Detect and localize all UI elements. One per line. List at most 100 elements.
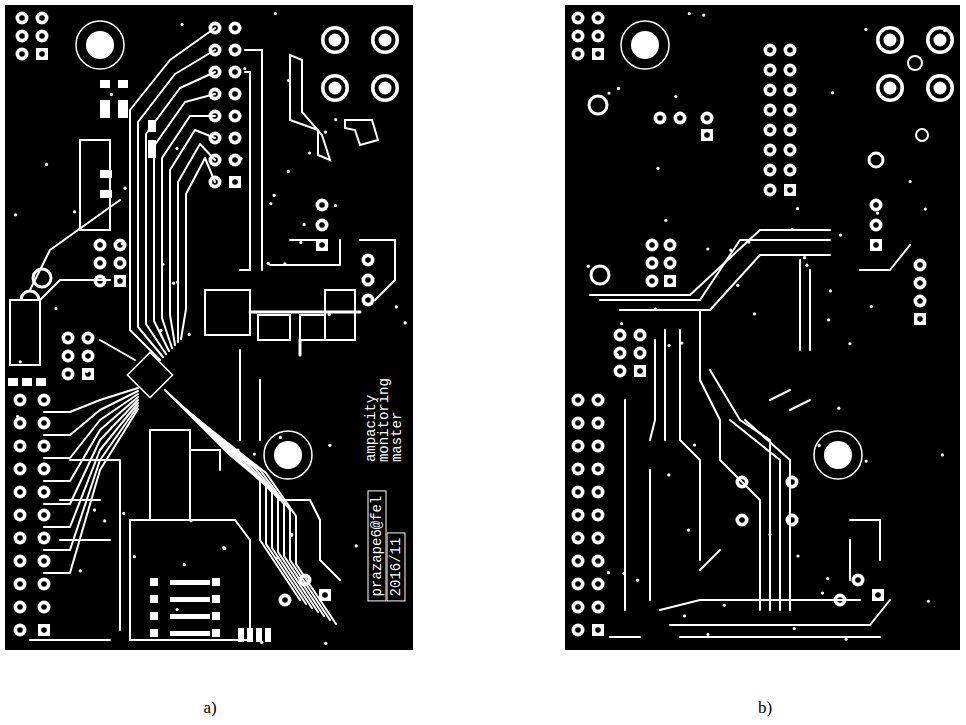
square-pad [701, 129, 713, 141]
via [183, 563, 186, 566]
via [188, 333, 191, 336]
copper-trace [180, 405, 330, 620]
via [86, 370, 89, 373]
power-pad-core [379, 34, 392, 47]
round-pad [572, 578, 585, 591]
via [290, 533, 293, 536]
copper-trace [600, 240, 830, 300]
copper-trace [680, 636, 880, 638]
via [299, 241, 302, 244]
copper-pour [80, 140, 110, 230]
via [706, 633, 709, 636]
via [308, 151, 311, 154]
drill-hole [41, 466, 47, 472]
power-pad-core [884, 34, 897, 47]
round-pad [786, 476, 799, 489]
via [837, 407, 840, 410]
drill-hole [575, 33, 581, 39]
round-pad [572, 601, 585, 614]
via [243, 67, 246, 70]
round-pad [229, 88, 242, 101]
round-pad [870, 219, 883, 232]
via [688, 12, 691, 15]
copper-trace [710, 370, 770, 610]
round-pad [316, 199, 329, 212]
drill-hole [17, 397, 23, 403]
via [617, 87, 620, 90]
via [803, 256, 806, 259]
copper-trace [299, 340, 302, 355]
drill-hole [41, 397, 47, 403]
via [203, 614, 206, 617]
via [180, 23, 183, 26]
power-pad-gap [930, 30, 951, 51]
drill-hole [704, 115, 710, 121]
via [683, 614, 686, 617]
smd-pad [8, 378, 18, 386]
round-pad [786, 514, 799, 527]
via [355, 544, 358, 547]
mounting-ring [264, 431, 312, 479]
round-pad [764, 84, 777, 97]
round-pad [914, 277, 927, 290]
drill-hole [41, 535, 47, 541]
drill-hole [704, 132, 710, 138]
round-pad [229, 66, 242, 79]
via [667, 344, 670, 347]
round-pad [634, 347, 647, 360]
drill-hole [595, 558, 601, 564]
via [723, 604, 726, 607]
via [324, 642, 327, 645]
round-pad [654, 112, 667, 125]
drill-hole [17, 489, 23, 495]
drill-hole [85, 335, 91, 341]
copper-trace [181, 158, 215, 339]
copper-trace [60, 499, 100, 501]
via [876, 211, 879, 214]
round-pad [784, 164, 797, 177]
smd-pad [118, 100, 128, 118]
drill-hole [575, 420, 581, 426]
via [239, 157, 242, 160]
drill-hole [41, 627, 47, 633]
drill-hole [575, 443, 581, 449]
drill-hole [595, 420, 601, 426]
round-pad [94, 257, 107, 270]
power-pad [876, 74, 904, 102]
copper-trace [177, 402, 324, 616]
via [622, 572, 625, 575]
copper-trace [624, 400, 626, 610]
panel-caption: b) [758, 698, 772, 718]
copper-pour [325, 290, 355, 340]
via [870, 305, 873, 308]
power-pad [876, 26, 904, 54]
drill-hole [232, 69, 238, 75]
drill-hole [767, 147, 773, 153]
drill-hole [17, 466, 23, 472]
drill-hole [41, 420, 47, 426]
via [693, 443, 696, 446]
via [616, 353, 619, 356]
copper-trace [30, 200, 120, 290]
via [223, 547, 226, 550]
round-pad [229, 110, 242, 123]
panel-caption: a) [203, 698, 216, 718]
copper-trace [60, 539, 110, 541]
test-pad [589, 96, 607, 114]
round-pad [62, 332, 75, 345]
smd-pad [36, 378, 46, 386]
via [123, 187, 126, 190]
power-pad [321, 26, 349, 54]
pcb-board [565, 5, 960, 650]
via [791, 228, 794, 231]
round-pad [38, 509, 51, 522]
via [14, 213, 17, 216]
copper-trace [44, 406, 138, 550]
drill-hole [767, 127, 773, 133]
smd-pad [212, 612, 220, 620]
copper-trace [40, 280, 110, 300]
via [829, 289, 832, 292]
copper-trace [700, 550, 720, 570]
via [818, 444, 821, 447]
round-pad [16, 30, 29, 43]
